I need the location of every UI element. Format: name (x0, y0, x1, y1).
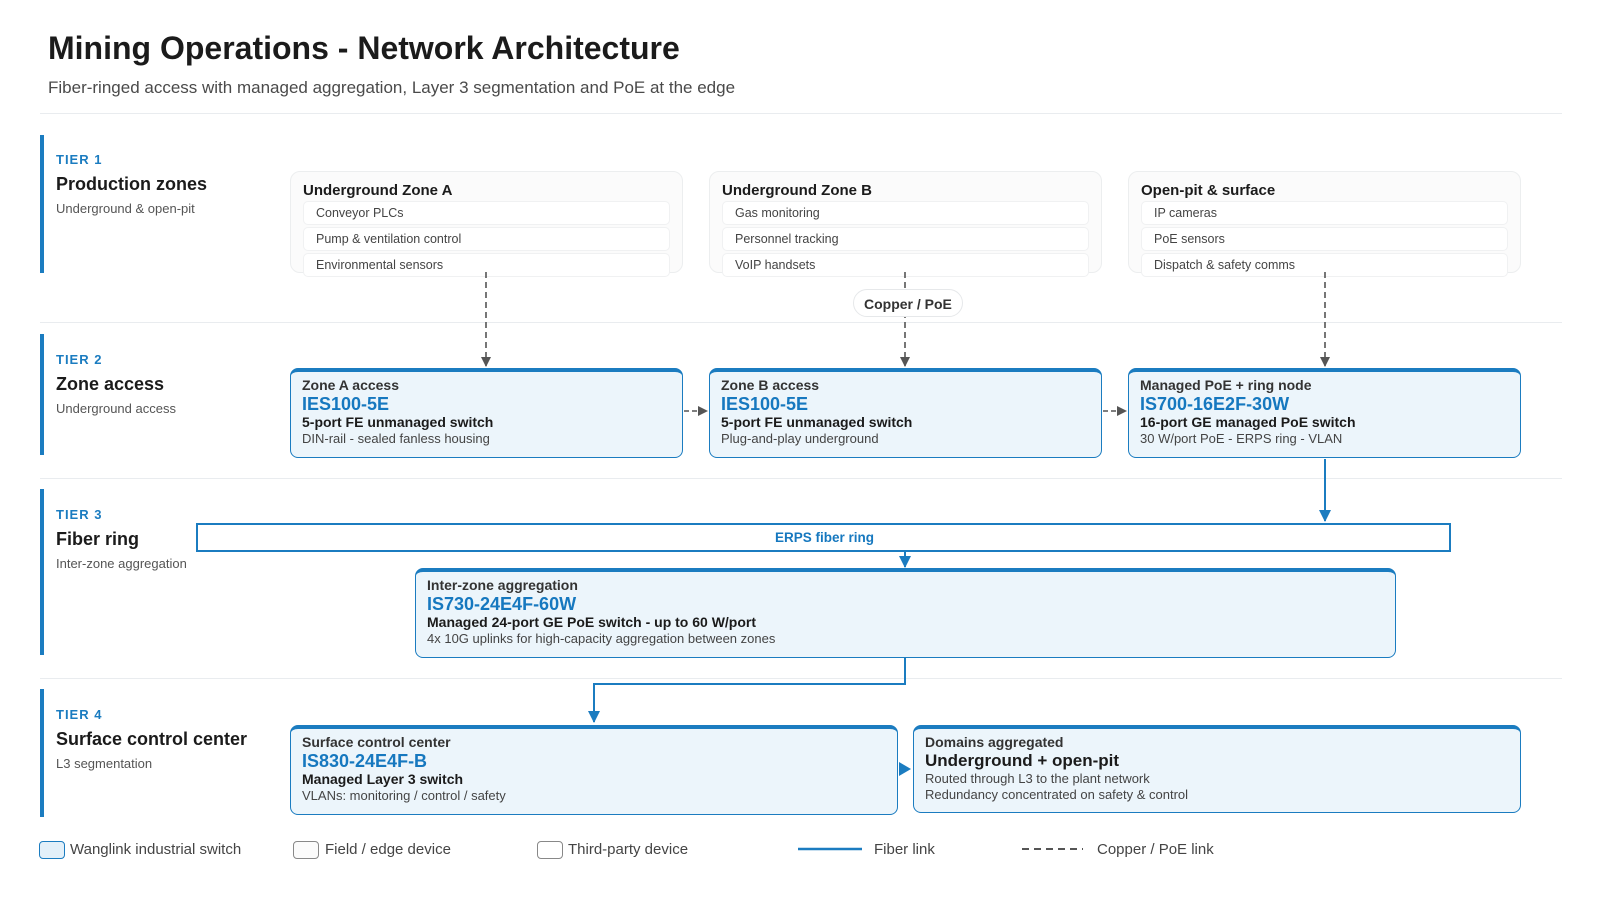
tier-1-bar (40, 135, 44, 273)
tier-divider (40, 478, 1562, 479)
zone-b-access-switch: Zone B access IES100-5E 5-port FE unmana… (709, 368, 1102, 458)
tier-1-kicker: TIER 1 (56, 152, 103, 167)
node-label: Zone A access (302, 377, 400, 393)
node-desc: VLANs: monitoring / control / safety (302, 788, 506, 803)
surface-control-l3-switch: Surface control center IS830-24E4F-B Man… (290, 725, 898, 815)
legend-wanglink-label: Wanglink industrial switch (70, 841, 242, 858)
zone-a-item: Pump & ventilation control (303, 227, 670, 251)
legend-fiber-label: Fiber link (874, 841, 935, 858)
zone-b-item: Personnel tracking (722, 227, 1089, 251)
node-summary: Managed 24-port GE PoE switch - up to 60… (427, 614, 757, 630)
node-summary: 5-port FE unmanaged switch (721, 414, 913, 430)
zone-a-item: Environmental sensors (303, 253, 670, 277)
domains-aggregated-card: Domains aggregated Underground + open-pi… (913, 725, 1521, 813)
header-divider (40, 113, 1562, 114)
node-label: Managed PoE + ring node (1140, 377, 1312, 393)
tier-1-name: Production zones (56, 174, 208, 194)
legend-wanglink-swatch (39, 841, 65, 859)
page-subtitle: Fiber-ringed access with managed aggrega… (48, 78, 736, 97)
node-model: IS830-24E4F-B (302, 751, 428, 771)
tier-2-bar (40, 334, 44, 455)
node-summary: 16-port GE managed PoE switch (1140, 414, 1356, 430)
node-desc: 4x 10G uplinks for high-capacity aggrega… (427, 631, 776, 646)
node-summary: 5-port FE unmanaged switch (302, 414, 494, 430)
node-desc: Plug-and-play underground (721, 431, 879, 446)
tier-4-desc: L3 segmentation (56, 756, 153, 771)
tier-4-bar (40, 689, 44, 817)
tier-3-name: Fiber ring (56, 529, 140, 549)
zone-open-pit-card: Open-pit & surface IP cameras PoE sensor… (1128, 171, 1521, 277)
arrow-control-to-domains (899, 762, 911, 776)
zone-a-access-switch: Zone A access IES100-5E 5-port FE unmana… (290, 368, 683, 458)
node-label: Surface control center (302, 734, 451, 750)
node-model: IES100-5E (302, 394, 390, 414)
node-summary: Managed Layer 3 switch (302, 771, 464, 787)
zone-open-pit-item: Dispatch & safety comms (1141, 253, 1508, 277)
legend-copper-label: Copper / PoE link (1097, 841, 1214, 858)
tier-divider (40, 678, 1562, 679)
tier-2-name: Zone access (56, 374, 165, 394)
zone-a-title: Underground Zone A (303, 182, 453, 199)
node-model: IES100-5E (721, 394, 809, 414)
managed-poe-ring-node: Managed PoE + ring node IS700-16E2F-30W … (1128, 368, 1521, 458)
zone-b-title: Underground Zone B (722, 182, 872, 199)
zone-a-card: Underground Zone A Conveyor PLCs Pump & … (290, 171, 683, 277)
zone-open-pit-item: IP cameras (1141, 201, 1508, 225)
copper-poe-label: Copper / PoE (853, 289, 963, 317)
tier-3-desc: Inter-zone aggregation (56, 556, 187, 571)
ring-label: ERPS fiber ring (769, 530, 881, 545)
node-summary: Underground + open-pit (925, 751, 1120, 770)
tier-divider (40, 322, 1562, 323)
zone-open-pit-title: Open-pit & surface (1141, 182, 1276, 199)
page-title: Mining Operations - Network Architecture (48, 30, 680, 66)
zone-b-card: Underground Zone B Gas monitoring Person… (709, 171, 1102, 277)
tier-3-bar (40, 489, 44, 655)
tier-1-desc: Underground & open-pit (56, 201, 195, 216)
tier-2-desc: Underground access (56, 401, 176, 416)
node-desc: DIN-rail - sealed fanless housing (302, 431, 490, 446)
erps-fiber-ring (196, 523, 1451, 552)
zone-b-item: Gas monitoring (722, 201, 1089, 225)
tier-4-name: Surface control center (56, 729, 248, 749)
fiber-link-aggregation-to-control (588, 658, 906, 723)
legend-field-swatch (293, 841, 319, 859)
node-desc: 30 W/port PoE - ERPS ring - VLAN (1140, 431, 1343, 446)
node-label: Inter-zone aggregation (427, 577, 578, 593)
tier-3-kicker: TIER 3 (56, 507, 103, 522)
zone-open-pit-item: PoE sensors (1141, 227, 1508, 251)
inter-zone-aggregation-switch: Inter-zone aggregation IS730-24E4F-60W M… (415, 568, 1396, 658)
zone-a-item: Conveyor PLCs (303, 201, 670, 225)
legend-third-party-swatch (537, 841, 563, 859)
node-model: IS700-16E2F-30W (1140, 394, 1290, 414)
tier-2-kicker: TIER 2 (56, 352, 103, 367)
tier-4-kicker: TIER 4 (56, 707, 103, 722)
legend-field-label: Field / edge device (325, 841, 451, 858)
node-desc: Redundancy concentrated on safety & cont… (925, 787, 1189, 802)
node-desc: Routed through L3 to the plant network (925, 771, 1150, 786)
zone-b-item: VoIP handsets (722, 253, 1089, 277)
node-label: Zone B access (721, 377, 820, 393)
node-label: Domains aggregated (925, 734, 1064, 750)
legend-third-party-label: Third-party device (568, 841, 689, 858)
node-model: IS730-24E4F-60W (427, 594, 577, 614)
